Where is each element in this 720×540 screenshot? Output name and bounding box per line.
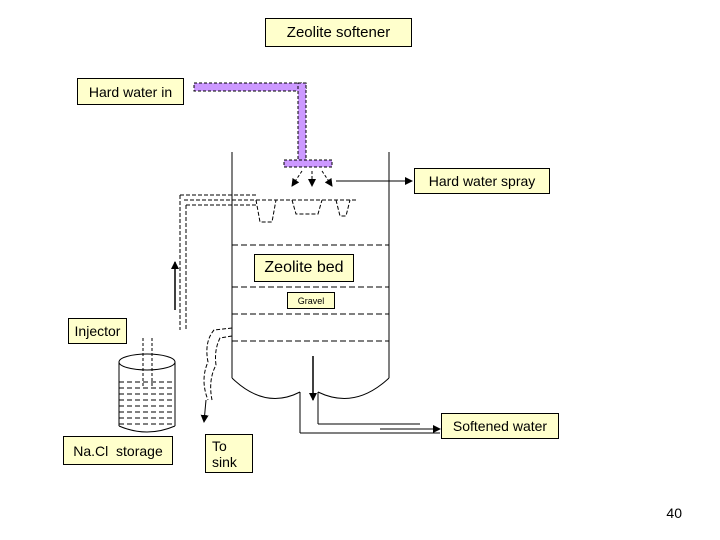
hard-water-in-label: Hard water in [77, 78, 184, 105]
to-sink-label: To sink [205, 434, 253, 473]
drain-line [203, 327, 233, 401]
softened-water-label: Softened water [441, 413, 559, 439]
outlet-pipe [299, 392, 440, 434]
nacl-storage-tank [118, 353, 176, 433]
zeolite-bed-label: Zeolite bed [254, 254, 354, 282]
injector-label: Injector [68, 318, 127, 344]
gravel-label: Gravel [287, 292, 335, 309]
softener-tank [231, 152, 390, 399]
inlet-pipe [193, 82, 333, 168]
spray-arrows [291, 170, 333, 187]
to-sink-arrow [200, 399, 209, 423]
hard-water-spray-label: Hard water spray [414, 168, 550, 194]
diagram-title: Zeolite softener [265, 18, 412, 47]
regeneration-line [179, 194, 258, 330]
distribution-troughs [184, 199, 358, 223]
injector-pipe [142, 338, 153, 388]
bed-separators [232, 244, 389, 342]
nacl-storage-label: Na.Cl storage [63, 436, 173, 465]
page-number: 40 [666, 505, 682, 521]
